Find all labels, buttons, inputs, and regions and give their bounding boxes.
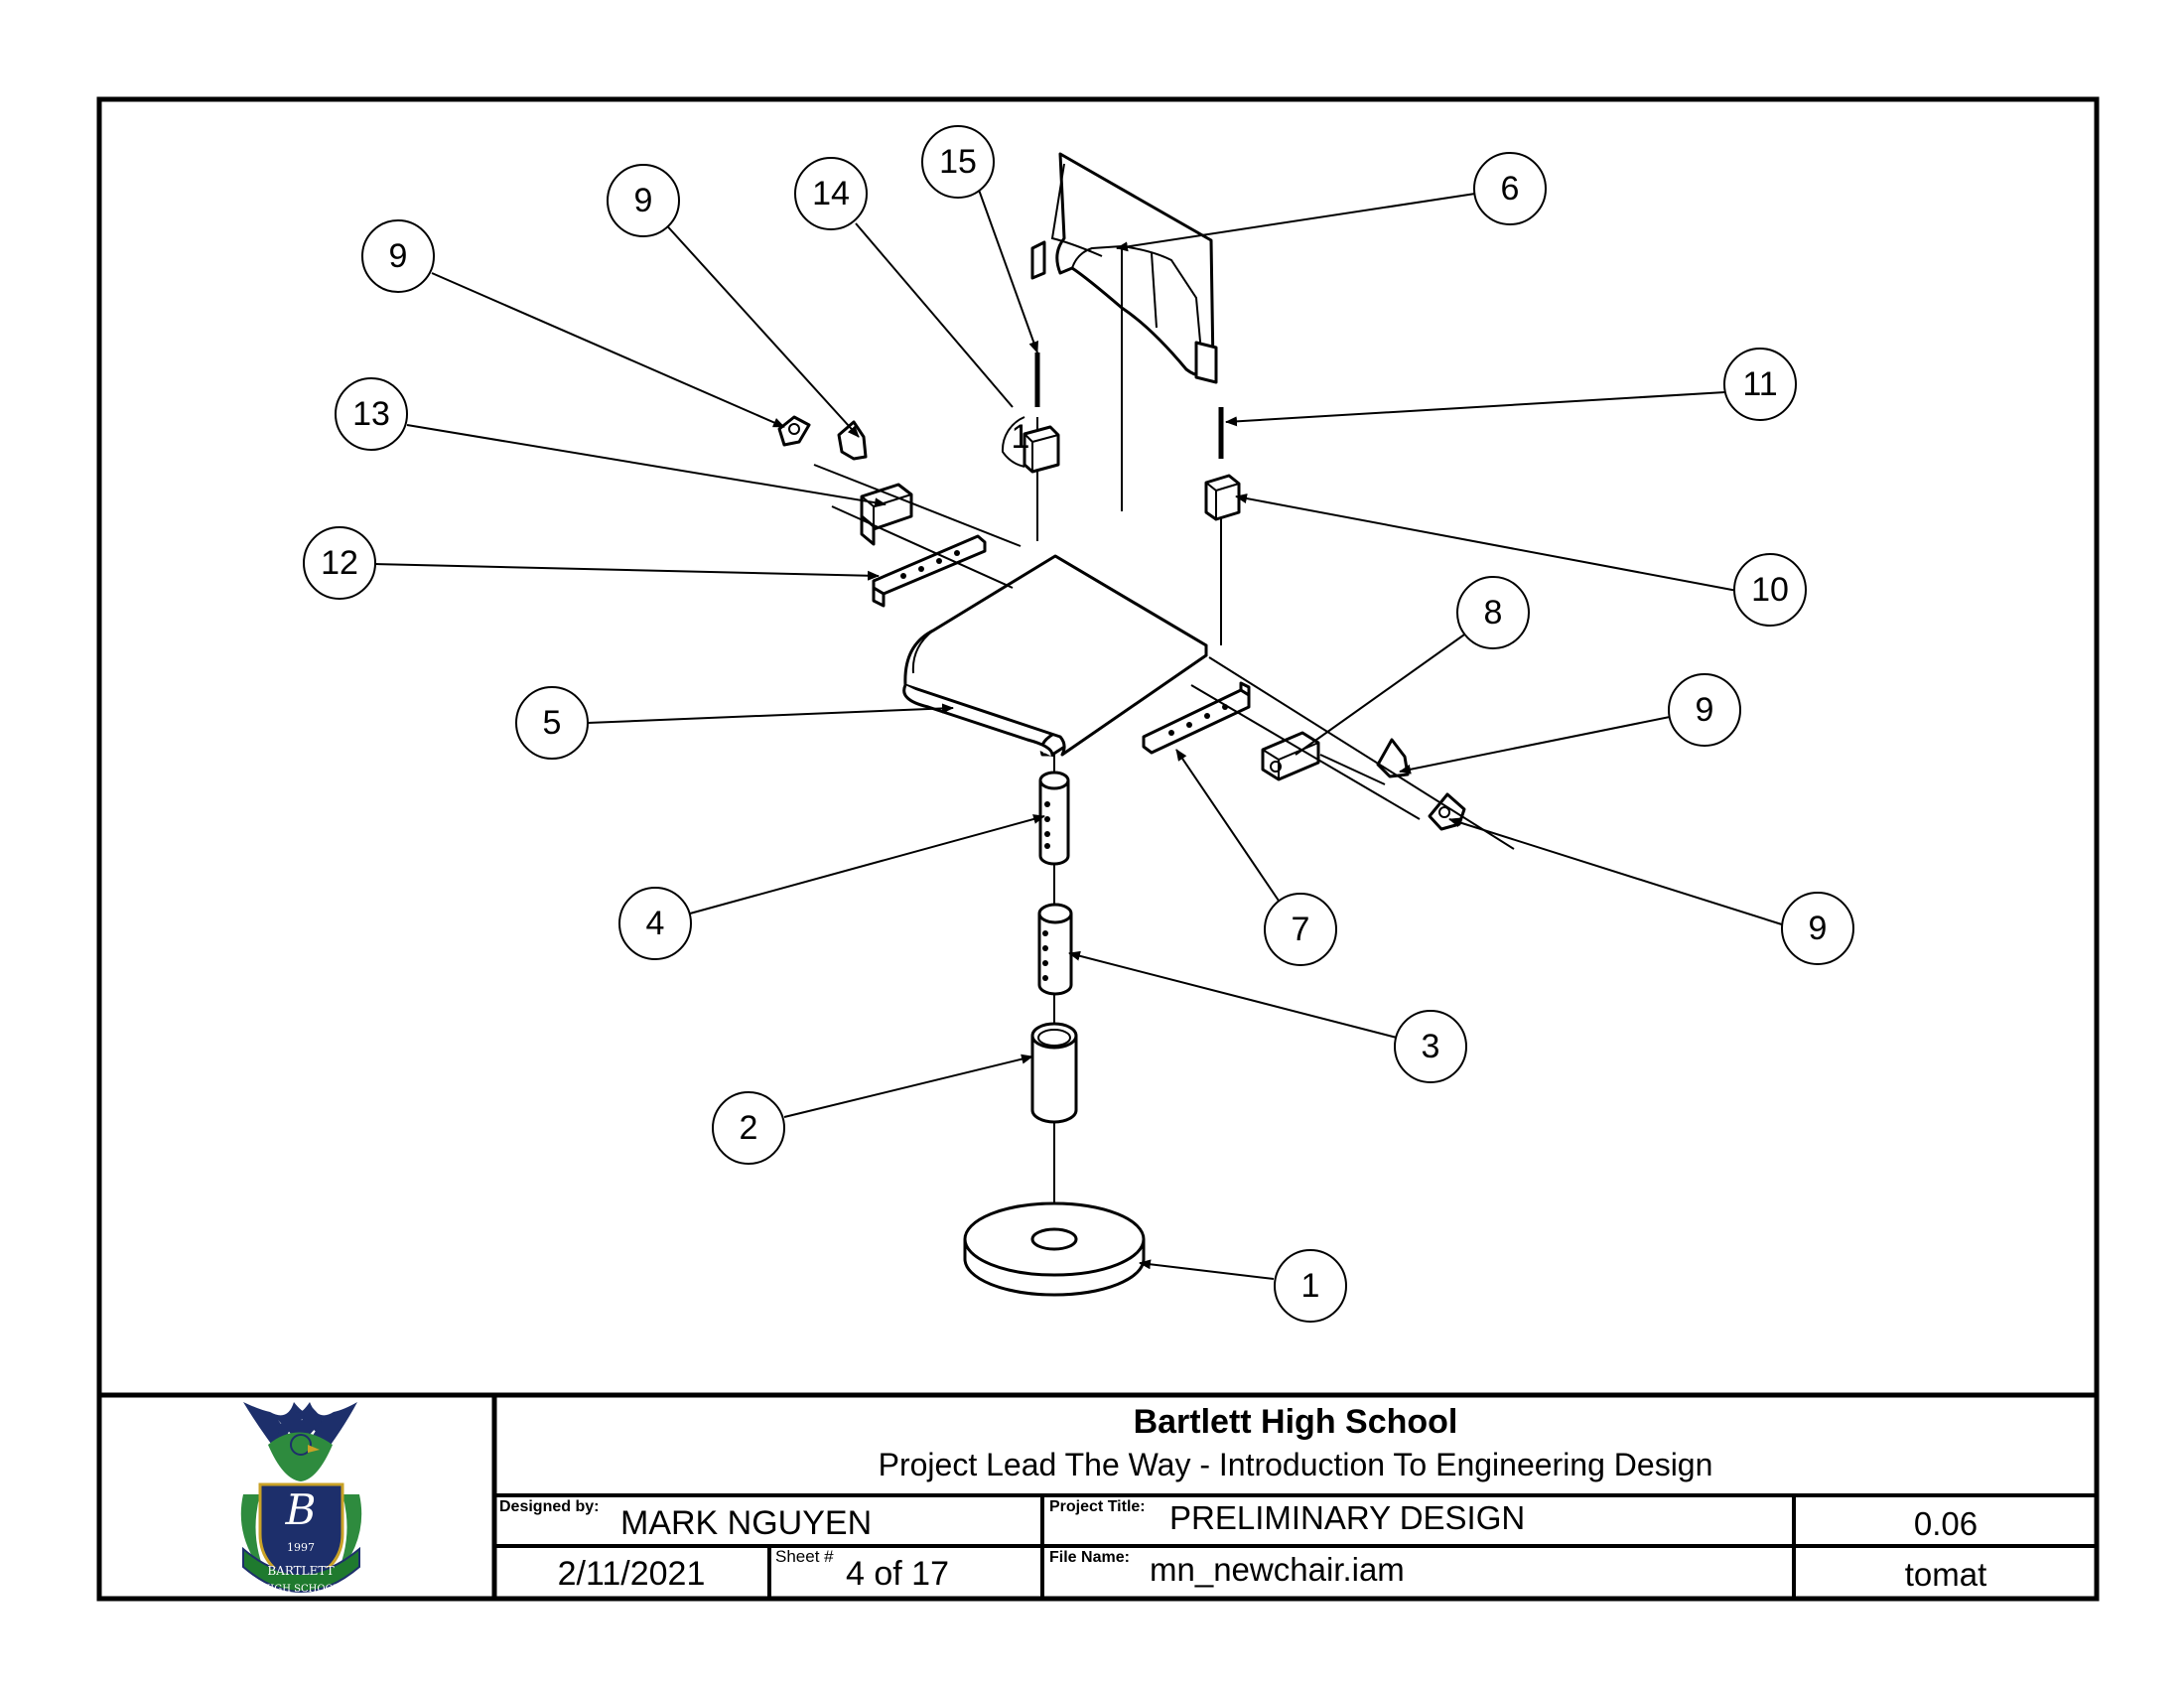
guide-line bbox=[813, 464, 1022, 547]
svg-text:1: 1 bbox=[1301, 1267, 1320, 1305]
balloon-2: 2 bbox=[712, 1091, 785, 1165]
svg-text:5: 5 bbox=[543, 704, 562, 742]
balloon-4: 4 bbox=[618, 887, 692, 960]
course-name: Project Lead The Way - Introduction To E… bbox=[879, 1447, 1713, 1482]
balloon-1: 1 bbox=[1274, 1249, 1347, 1323]
designed-by-label: Designed by: bbox=[499, 1498, 599, 1515]
title-block: Bartlett High School Project Lead The Wa… bbox=[99, 1392, 2097, 1599]
balloon-11: 11 bbox=[1723, 348, 1797, 421]
balloon-hidden: 1 bbox=[1001, 416, 1030, 468]
balloon-14: 14 bbox=[794, 157, 868, 230]
balloon-7: 7 bbox=[1264, 893, 1337, 966]
part-10-block bbox=[1204, 474, 1241, 521]
svg-text:15: 15 bbox=[939, 143, 977, 181]
date: 2/11/2021 bbox=[558, 1555, 706, 1593]
svg-text:12: 12 bbox=[321, 544, 358, 582]
balloon-5: 5 bbox=[515, 686, 589, 760]
drawn-by: tomat bbox=[1905, 1556, 1987, 1593]
project-title-label: Project Title: bbox=[1049, 1498, 1146, 1515]
balloon-3: 3 bbox=[1394, 1010, 1467, 1083]
svg-text:8: 8 bbox=[1484, 594, 1503, 632]
part-9-clip-left-a bbox=[777, 415, 811, 447]
part-12-rail-left bbox=[872, 534, 987, 608]
guide-line bbox=[1190, 684, 1421, 820]
svg-text:7: 7 bbox=[1292, 911, 1310, 948]
balloon-9: 9 bbox=[361, 219, 435, 293]
school-name: Bartlett High School bbox=[1134, 1403, 1458, 1441]
svg-text:10: 10 bbox=[1751, 571, 1789, 609]
balloon-12: 12 bbox=[303, 526, 376, 600]
file-name: mn_newchair.iam bbox=[1150, 1551, 1405, 1588]
file-name-label: File Name: bbox=[1049, 1549, 1130, 1566]
svg-text:1: 1 bbox=[1012, 418, 1030, 456]
sheet-number: 4 of 17 bbox=[846, 1555, 949, 1593]
part-7-rail-right bbox=[1142, 681, 1251, 755]
svg-text:9: 9 bbox=[1696, 691, 1714, 729]
part-6-backrest bbox=[1030, 152, 1218, 384]
guide-line bbox=[1208, 656, 1515, 850]
svg-text:9: 9 bbox=[389, 237, 408, 275]
svg-text:3: 3 bbox=[1422, 1028, 1440, 1065]
logo-year: 1997 bbox=[287, 1541, 315, 1554]
designer-name: MARK NGUYEN bbox=[620, 1504, 872, 1542]
svg-text:2: 2 bbox=[740, 1109, 758, 1147]
part-4-upper-tube bbox=[1038, 771, 1070, 866]
balloon-6: 6 bbox=[1473, 152, 1547, 225]
assembly-view bbox=[777, 152, 1515, 1297]
balloon-9: 9 bbox=[1668, 673, 1741, 747]
logo-banner: BARTLETT bbox=[267, 1564, 334, 1578]
sheet-label: Sheet # bbox=[775, 1547, 834, 1566]
part-1-base bbox=[963, 1201, 1146, 1297]
part-9-clip-left-b bbox=[837, 420, 868, 461]
part-5-seat bbox=[902, 554, 1208, 758]
part-13-bracket-left bbox=[860, 483, 913, 546]
balloon-9: 9 bbox=[607, 164, 680, 237]
part-8-bracket-right bbox=[1261, 731, 1320, 781]
drawing-border bbox=[96, 96, 2100, 1602]
balloon-10: 10 bbox=[1733, 553, 1807, 627]
revision: 0.06 bbox=[1914, 1505, 1978, 1542]
svg-text:11: 11 bbox=[1742, 365, 1777, 403]
part-14-block bbox=[1023, 425, 1060, 474]
balloon-15: 15 bbox=[921, 125, 995, 199]
svg-text:13: 13 bbox=[352, 395, 390, 433]
balloon-8: 8 bbox=[1456, 576, 1530, 649]
svg-text:14: 14 bbox=[812, 175, 850, 212]
guide-line bbox=[1319, 754, 1386, 785]
part-2-lower-tube bbox=[1030, 1022, 1078, 1124]
svg-text:6: 6 bbox=[1501, 170, 1520, 208]
school-logo: B 1997 BARTLETT HIGH SCHOOL bbox=[240, 1402, 362, 1595]
logo-monogram: B bbox=[285, 1485, 317, 1534]
part-3-middle-tube bbox=[1037, 903, 1073, 996]
svg-text:4: 4 bbox=[646, 905, 665, 942]
logo-banner-lower: HIGH SCHOOL bbox=[262, 1584, 341, 1595]
svg-text:9: 9 bbox=[1809, 910, 1828, 947]
balloon-13: 13 bbox=[335, 377, 408, 451]
svg-text:9: 9 bbox=[634, 182, 653, 219]
guide-line bbox=[831, 505, 1014, 589]
balloon-9: 9 bbox=[1781, 892, 1854, 965]
project-title: PRELIMINARY DESIGN bbox=[1169, 1499, 1525, 1536]
leader-lines bbox=[374, 178, 1786, 1280]
